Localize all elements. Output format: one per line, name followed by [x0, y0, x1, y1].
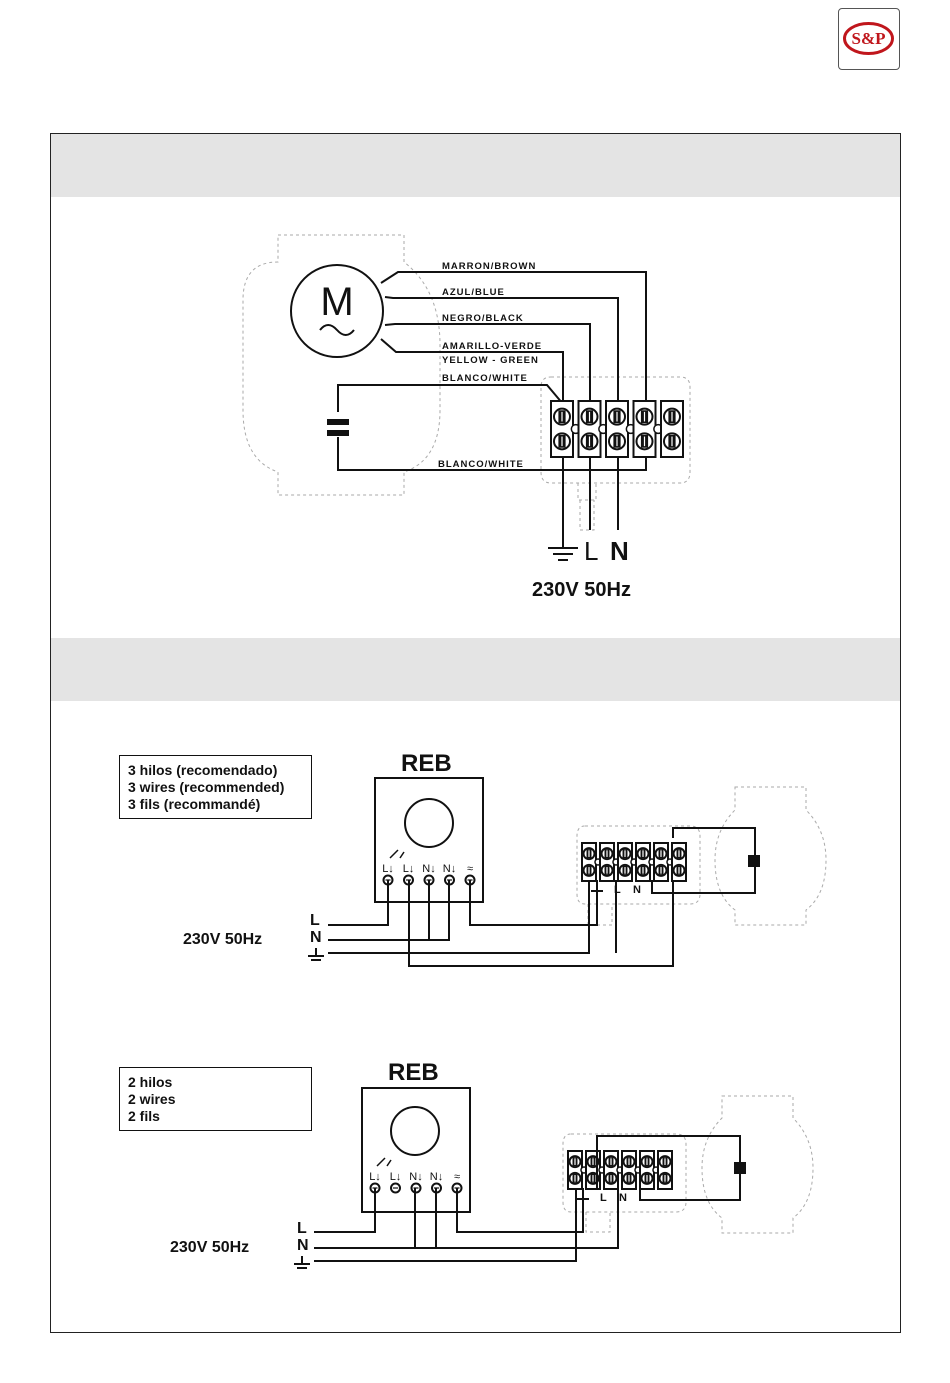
reb-terminal-mark: ≈	[454, 1171, 460, 1183]
reb-terminal-mark: N↓	[409, 1171, 422, 1183]
reb-terminal-mark: L↓	[390, 1171, 402, 1183]
reb-terminal-mark: N↓	[430, 1171, 443, 1183]
reb-terminal-mark: L↓	[369, 1171, 381, 1183]
terminal-block-3	[568, 1151, 672, 1189]
capacitor-symbol-3	[734, 1162, 746, 1174]
